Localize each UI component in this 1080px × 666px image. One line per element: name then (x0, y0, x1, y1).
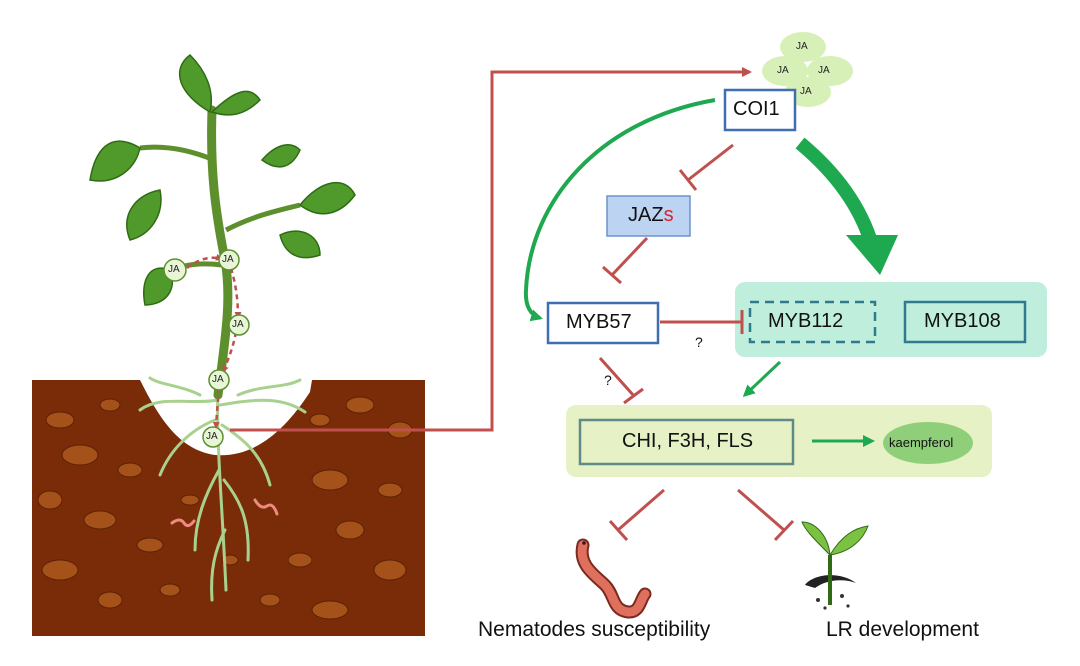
myb108-box (903, 300, 1027, 344)
ja-bubble-stem-2 (228, 314, 250, 336)
myb57-label: MYB57 (566, 311, 632, 333)
leaves (89, 54, 356, 306)
ja-cluster-label-left: JA (777, 65, 789, 76)
soil (32, 380, 425, 636)
kaempferol-node (883, 422, 973, 464)
jazs-label-suffix: s (663, 204, 674, 226)
leaf-branch-upper (139, 144, 215, 163)
coi1-label: COI1 (733, 98, 780, 120)
ja-bubble-stem-3 (208, 369, 230, 391)
ja-label-stem-2: JA (232, 319, 244, 330)
ja-cluster-label-bottom: JA (800, 86, 812, 97)
coi1-activates-myb57 (523, 98, 716, 322)
soil-pebbles (37, 396, 413, 620)
ja-cluster (762, 32, 853, 107)
myb108-label: MYB108 (924, 310, 1001, 332)
worm-small-2 (253, 498, 279, 516)
inhibits-nematodes (617, 488, 665, 532)
myb57-inhibits-enzymes (598, 356, 636, 398)
unknown-mark-myb112: ? (695, 334, 703, 350)
ja-cluster-label-top: JA (796, 41, 808, 52)
ja-bubble-leaf (163, 258, 187, 282)
lr-outcome-label: LR development (826, 618, 979, 641)
enzymes-label: CHI, F3H, FLS (622, 430, 754, 452)
nematodes-outcome-label: Nematodes susceptibility (478, 618, 711, 641)
coi1-activates-myb-group-head (846, 235, 898, 275)
ja-cluster-label-right: JA (818, 65, 830, 76)
root-to-coi1-arrow (230, 67, 752, 432)
ja-translocation (163, 249, 250, 448)
unknown-mark-enzymes: ? (604, 372, 612, 388)
inhibits-nematodes-bar (608, 519, 629, 542)
jazs-label-prefix: JAZ (628, 204, 664, 226)
coi1-inhibits-jazs (687, 143, 734, 182)
coi1-activates-myb-group (795, 137, 879, 248)
seedling-icon (801, 521, 869, 610)
inhibits-lr-development (737, 488, 785, 532)
myb57-inhibits-enzymes-bar (623, 387, 644, 405)
ja-label-stem-1: JA (222, 254, 234, 265)
coi1-inhibits-jazs-bar (678, 169, 698, 191)
nematode-icon (575, 538, 652, 619)
ja-bubble-stem-1 (218, 249, 240, 271)
ja-bubble-root (202, 426, 224, 448)
plant-soil-illustration (32, 54, 425, 636)
ja-label-root: JA (206, 431, 218, 442)
enzymes-box (578, 418, 795, 466)
myb112-box (748, 300, 877, 344)
myb-group-activates-enzymes (742, 360, 782, 398)
myb112-label: MYB112 (768, 310, 844, 332)
jazs-label: JAZs (628, 204, 674, 227)
inhibits-lr-development-bar (773, 519, 795, 542)
ja-label-stem-3: JA (212, 374, 224, 385)
kaempferol-label: kaempferol (889, 435, 954, 450)
enzyme-group-box (566, 405, 992, 477)
myb57-box (546, 301, 660, 345)
ja-label-leaf: JA (168, 264, 180, 275)
worm-small-1 (170, 518, 196, 528)
coi1-box (723, 88, 797, 132)
jazs-inhibits-myb57 (610, 236, 649, 277)
leaf-branch-right (224, 202, 301, 233)
jazs-inhibits-myb57-bar (602, 265, 622, 285)
jazs-box (606, 195, 691, 237)
